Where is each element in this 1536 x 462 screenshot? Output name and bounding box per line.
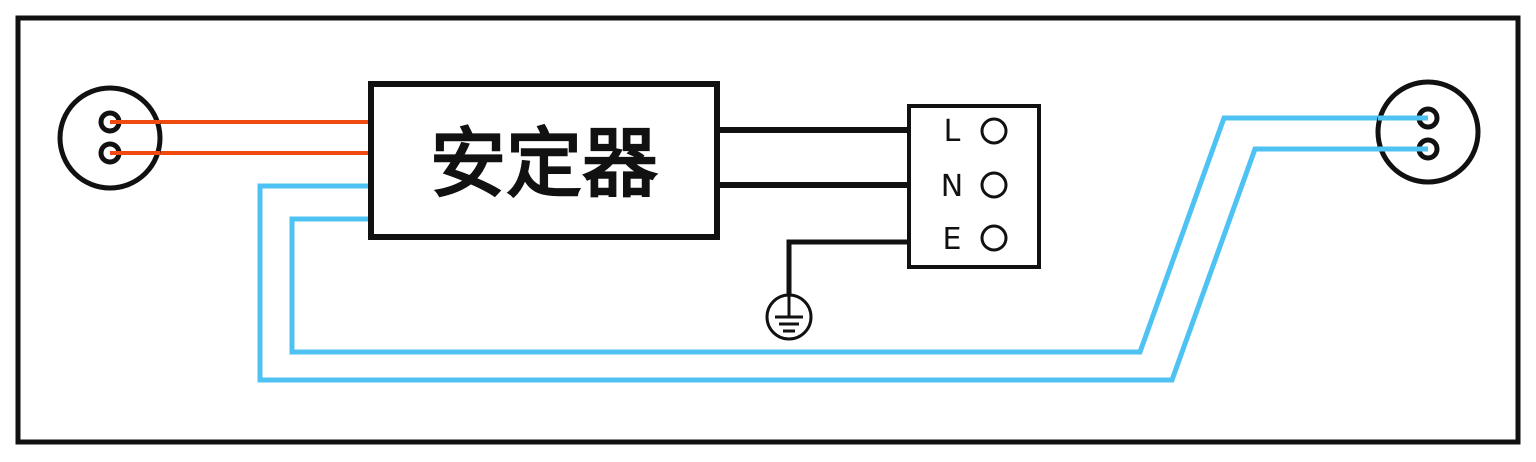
terminal-label-l: L [944, 114, 961, 149]
terminal-label-n: N [941, 169, 963, 204]
black-wires [717, 127, 909, 295]
terminal-e: E [943, 222, 1008, 257]
black-wire-ground [786, 239, 909, 295]
blue-wires [257, 115, 1428, 383]
terminal-label-e: E [943, 222, 962, 257]
terminal-block: L N E [907, 104, 1041, 269]
blue-wire-outer [257, 146, 1428, 383]
blue-wire-inner [289, 115, 1428, 355]
right-lamp-socket-icon [1375, 79, 1481, 185]
terminal-n: N [941, 169, 1008, 204]
ballast-box: 安定器 [368, 81, 720, 240]
terminal-l: L [944, 114, 1008, 149]
diagram-frame [15, 15, 1521, 445]
terminal-screw-e-icon [980, 224, 1008, 252]
left-lamp-socket-icon [57, 85, 163, 191]
ground-icon [765, 293, 813, 341]
terminal-screw-n-icon [980, 171, 1008, 199]
terminal-screw-l-icon [980, 117, 1008, 145]
ballast-label: 安定器 [430, 119, 659, 208]
